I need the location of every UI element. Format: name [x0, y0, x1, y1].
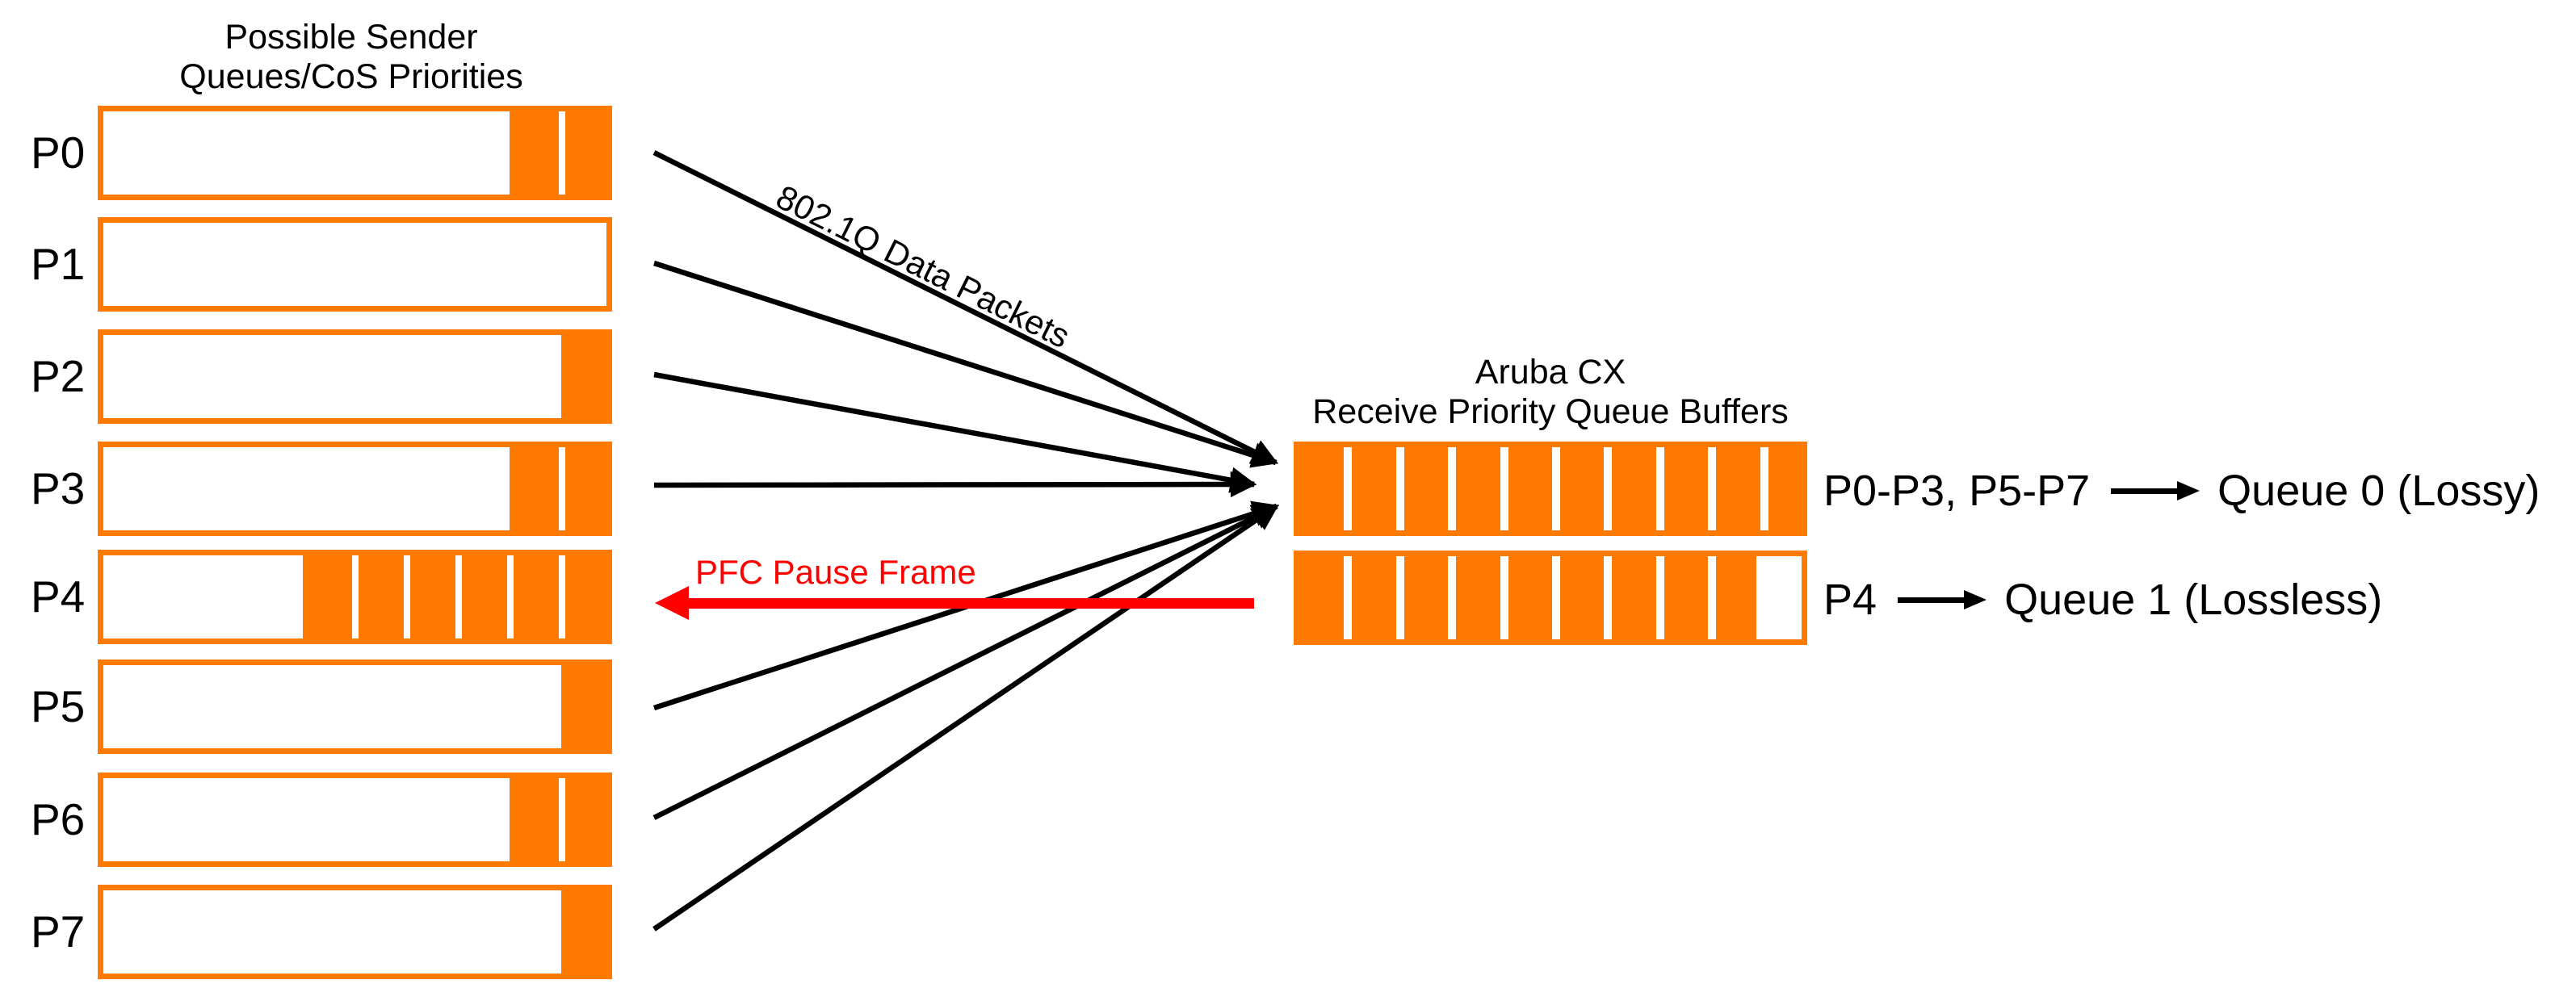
slot-separator — [1395, 556, 1404, 639]
queued-packets-fill — [561, 665, 606, 748]
slot-separator — [1344, 447, 1353, 530]
slot-separator — [1708, 447, 1717, 530]
queued-packets-fill — [510, 447, 606, 530]
slot-separator — [1604, 447, 1613, 530]
slot-separator — [1708, 556, 1717, 639]
packet-separator — [559, 555, 565, 639]
priority-label: P2 — [31, 351, 86, 401]
priority-label: P3 — [31, 463, 86, 513]
sender-queue-p4 — [98, 550, 612, 644]
slot-separator — [1760, 447, 1768, 530]
slot-separator — [1552, 556, 1560, 639]
slot-separator — [1500, 447, 1508, 530]
receiver-title-line2: Receive Priority Queue Buffers — [1312, 392, 1789, 431]
slot-separator — [1448, 447, 1457, 530]
receive-buffer-queue1 — [1294, 551, 1807, 645]
queued-packets-fill — [561, 335, 606, 418]
queue1-priorities: P4 — [1823, 576, 1877, 624]
packet-separator — [559, 447, 565, 530]
queue0-priorities: P0-P3, P5-P7 — [1823, 467, 2091, 515]
queue0-label: Queue 0 (Lossy) — [2217, 467, 2540, 515]
sender-queue-p7 — [98, 885, 612, 979]
data-link-p3 — [653, 471, 1257, 498]
slot-separator — [1655, 447, 1664, 530]
slot-separator — [1500, 556, 1508, 639]
sender-queue-p6 — [98, 773, 612, 867]
queued-packets-fill — [510, 778, 606, 861]
data-link-p7 — [652, 504, 1279, 932]
queue1-label: Queue 1 (Lossless) — [2004, 576, 2383, 624]
sender-queue-p5 — [98, 659, 612, 754]
data-link-p0 — [652, 150, 1278, 465]
priority-label: P5 — [31, 681, 86, 731]
queued-packets-fill — [561, 890, 606, 974]
packet-separator — [404, 555, 410, 639]
sender-title-line1: Possible Sender — [224, 18, 478, 57]
right-arrow-icon — [1898, 590, 1987, 609]
packet-separator — [352, 555, 359, 639]
sender-queues-title: Possible Sender Queues/CoS Priorities — [109, 18, 594, 97]
priority-label: P6 — [31, 794, 86, 844]
queue1-mapping: P4 Queue 1 (Lossless) — [1823, 576, 2382, 624]
slot-separator — [1448, 556, 1457, 639]
sender-title-line2: Queues/CoS Priorities — [179, 57, 523, 96]
slot-separator — [1344, 556, 1353, 639]
data-link-p6 — [652, 504, 1279, 820]
pfc-pause-arrow-shaft — [686, 598, 1254, 609]
queue0-mapping: P0-P3, P5-P7 Queue 0 (Lossy) — [1823, 467, 2540, 515]
left-arrow-icon — [655, 586, 689, 620]
pfc-pause-frame-label: PFC Pause Frame — [695, 553, 976, 591]
slot-separator — [1604, 556, 1613, 639]
sender-queue-p3 — [98, 442, 612, 536]
packet-separator — [455, 555, 462, 639]
slot-separator — [1552, 447, 1560, 530]
priority-label: P1 — [31, 239, 86, 289]
receive-buffer-queue0 — [1294, 442, 1807, 536]
data-link-p2 — [653, 371, 1257, 493]
receiver-buffers-title: Aruba CX Receive Priority Queue Buffers — [1308, 353, 1793, 432]
priority-label: P7 — [31, 907, 86, 957]
priority-label: P4 — [31, 572, 86, 622]
slot-separator — [1655, 556, 1664, 639]
receiver-title-line1: Aruba CX — [1475, 353, 1626, 392]
right-arrow-icon — [2111, 481, 2201, 500]
sender-queue-p2 — [98, 329, 612, 424]
priority-label: P0 — [31, 128, 86, 178]
sender-queue-p0 — [98, 106, 612, 200]
packet-separator — [559, 111, 565, 195]
slot-separator — [1395, 447, 1404, 530]
sender-queue-p1 — [98, 217, 612, 312]
empty-buffer-slot — [1756, 556, 1802, 639]
packet-separator — [559, 778, 565, 861]
data-link-p1 — [653, 260, 1279, 468]
queued-packets-fill — [510, 111, 606, 195]
packet-separator — [507, 555, 514, 639]
